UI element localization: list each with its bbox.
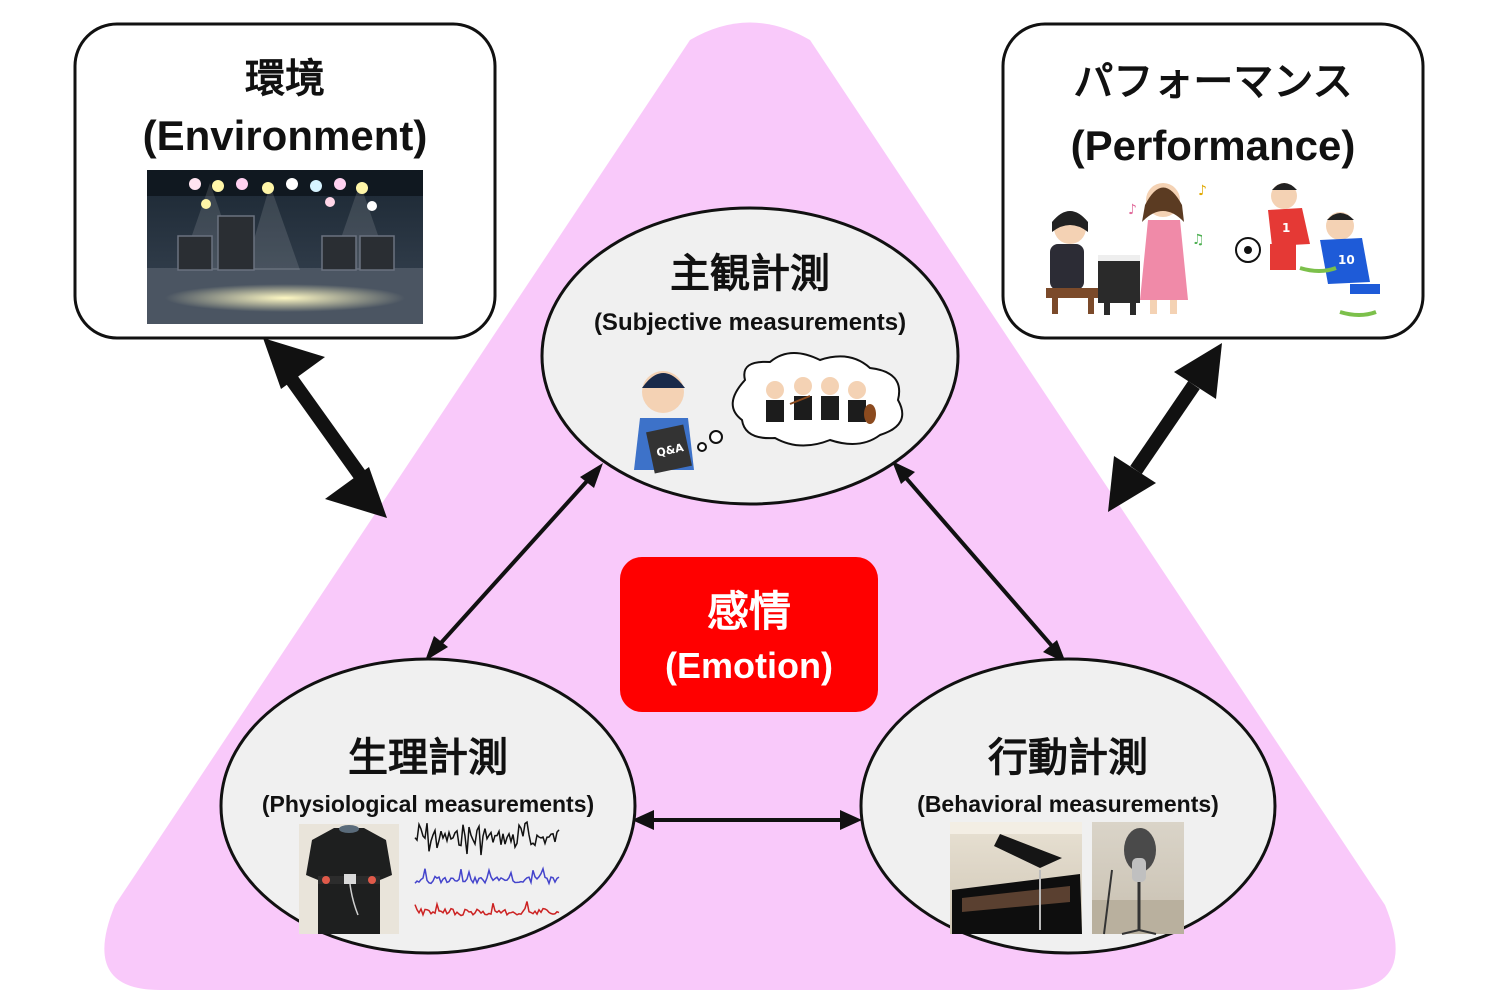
subjective-behavioral-arrow (892, 461, 1066, 663)
black-signal-trace (414, 820, 560, 856)
red-jersey-number: 1 (1282, 221, 1290, 235)
performance-title-en: (Performance) (1071, 122, 1356, 169)
environment-title-jp: 環境 (245, 56, 325, 102)
performance-link-arrow (1108, 343, 1222, 512)
piano-microphone-photo (950, 822, 1184, 935)
subjective-title-jp: 主観計測 (670, 251, 830, 297)
subjective-physiological-arrow (425, 463, 603, 661)
behavioral-title-jp: 行動計測 (988, 735, 1148, 781)
person-questionnaire-orchestra-thought-illustration: Q&A (634, 352, 904, 474)
environment-link-arrow (263, 338, 387, 518)
environment-title-en: (Environment) (143, 112, 428, 159)
svg-text:♫: ♫ (1192, 232, 1205, 248)
red-signal-trace (414, 901, 560, 918)
behavioral-node: 行動計測 (Behavioral measurements) (859, 657, 1277, 955)
blue-jersey-number: 10 (1338, 253, 1355, 267)
behavioral-title-en: (Behavioral measurements) (917, 791, 1219, 817)
concert-stage-illustration (147, 170, 423, 324)
svg-text:♪: ♪ (1128, 202, 1137, 218)
environment-box: 環境 (Environment) (73, 22, 497, 340)
physiological-node: 生理計測 (Physiological measurements) (219, 657, 637, 955)
performance-title-jp: パフォーマンス (1073, 59, 1352, 105)
physiological-behavioral-arrow (632, 810, 862, 830)
emotion-box: 感情 (Emotion) (620, 557, 878, 712)
svg-text:♪: ♪ (1198, 183, 1207, 199)
emotion-title-jp: 感情 (707, 587, 791, 636)
qa-label: Q&A (655, 441, 685, 460)
physiological-title-jp: 生理計測 (348, 735, 508, 781)
subjective-node: 主観計測 (Subjective measurements) Q&A (540, 206, 960, 506)
performance-box: パフォーマンス (Performance) ♪ ♪ ♫ (1001, 22, 1425, 340)
emotion-title-en: (Emotion) (665, 645, 833, 686)
wearable-sensor-shirt-signals-photo (299, 820, 560, 934)
blue-signal-trace (414, 866, 560, 886)
physiological-title-en: (Physiological measurements) (262, 791, 594, 817)
subjective-title-en: (Subjective measurements) (594, 309, 906, 336)
pianist-singer-soccer-illustration: ♪ ♪ ♫ 1 10 (1046, 183, 1380, 317)
